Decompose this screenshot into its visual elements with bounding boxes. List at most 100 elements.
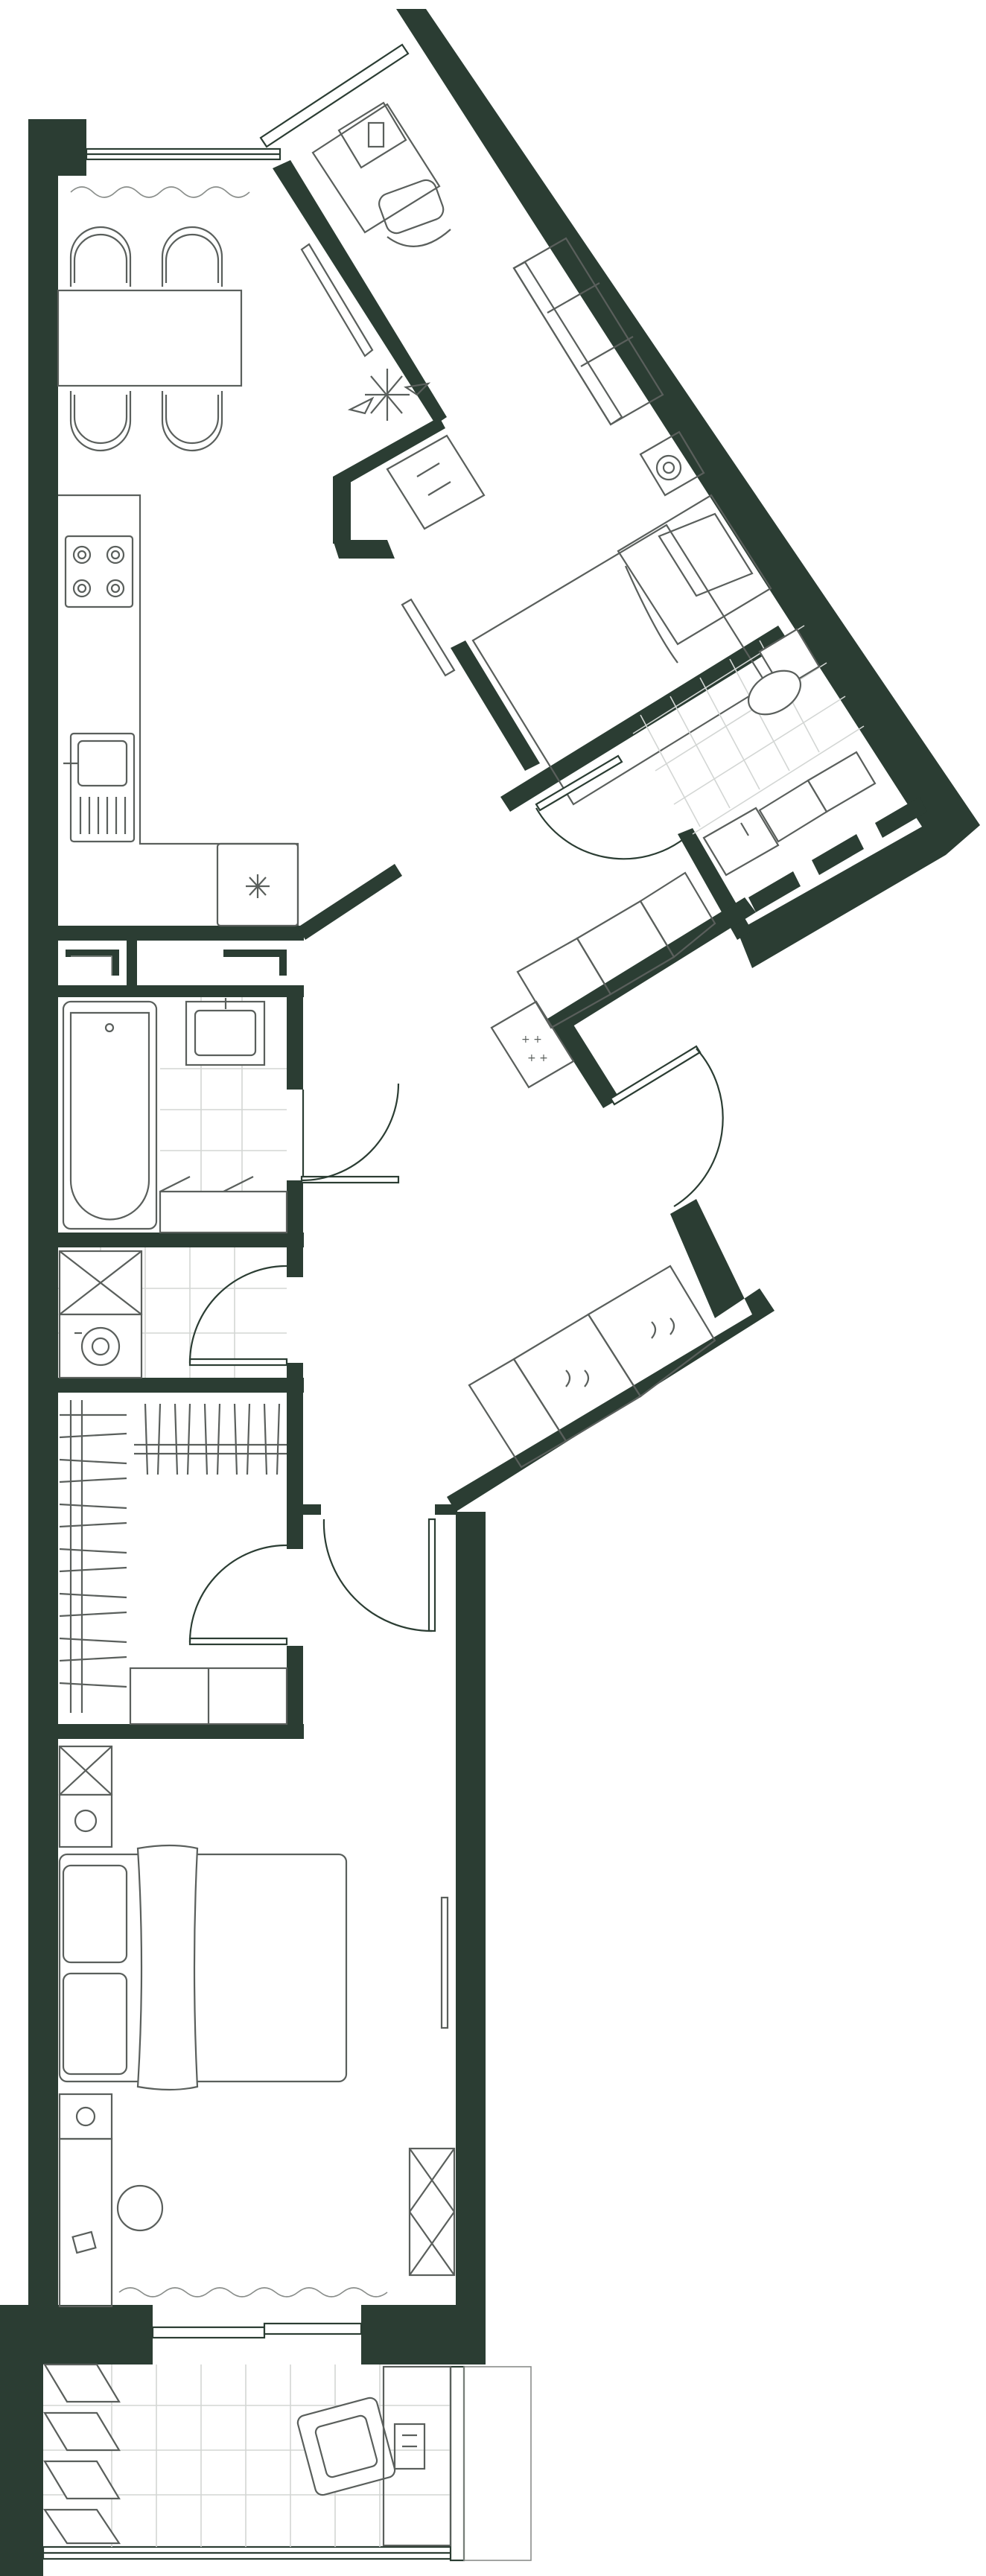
wardrobe-icon: [59, 1400, 127, 1713]
ottoman-icon: + + + +: [490, 1000, 575, 1089]
desk-icon: [311, 101, 441, 234]
curtain-icon: [70, 186, 250, 198]
wall-laundry-right-b: [287, 1363, 303, 1393]
balcony-rail: [463, 2366, 532, 2561]
washing-machine-icon: [58, 1313, 143, 1379]
wardrobe-icon: [468, 1265, 716, 1469]
bed-icon: [58, 1844, 348, 2091]
wall-storage-divider: [127, 941, 137, 985]
cabinet-icon: [42, 2363, 121, 2545]
dresser-icon: [58, 2137, 113, 2308]
kitchen-dining: [57, 186, 299, 976]
wall-right-lower: [456, 1512, 486, 2320]
chair-icon: [378, 179, 451, 247]
nightstand-icon: [386, 434, 486, 530]
wall-closet-right-b: [287, 1646, 303, 1735]
wall-inner-stub: [333, 477, 351, 544]
wall-inner-stub-b: [333, 540, 395, 559]
window-icon: [449, 2365, 465, 2562]
desk-icon: [71, 2184, 164, 2254]
lamp-icon: [639, 430, 705, 497]
armchair-icon: [296, 2397, 396, 2496]
bathroom-left: [62, 997, 288, 1234]
door-icon: [609, 1045, 724, 1207]
shelf-icon: [159, 1190, 288, 1234]
wall-corridor-upper: [547, 897, 756, 1035]
wall-laundry-bottom: [58, 1378, 304, 1393]
curtain-icon: [118, 2287, 388, 2297]
cabinet-icon: [408, 2147, 456, 2277]
wall-inner-return: [333, 417, 445, 483]
walk-in-closet: [59, 1400, 288, 1726]
wall-kitchen-bottom: [58, 926, 304, 941]
laundry: [58, 1247, 287, 1379]
window-icon: [151, 2326, 266, 2339]
tv-stand-icon: [440, 1896, 449, 2029]
tv-stand-icon: [401, 598, 456, 677]
wall-top-column: [28, 119, 86, 176]
plant-icon: [347, 369, 431, 421]
radiator-icon: [300, 243, 374, 357]
wall-left-exterior: [28, 119, 58, 2309]
cabinet-icon: [58, 1250, 143, 1316]
wall-bath-right-b: [287, 1180, 303, 1247]
kitchen-counter: [58, 494, 299, 926]
walls: [0, 9, 980, 2576]
storage-corner-icon: [812, 834, 864, 875]
wall-laundry-right: [287, 1247, 303, 1277]
bedroom: [58, 1745, 456, 2308]
dining-table-icon: [57, 289, 243, 387]
toilet-icon: [748, 628, 821, 716]
doors: [188, 754, 724, 1646]
wall-hall-stub: [287, 1504, 321, 1515]
cooktop-icon: [64, 535, 134, 608]
door-icon: [300, 1083, 400, 1184]
wall-bedroom-bottom-right: [361, 2305, 486, 2364]
door-icon: [188, 1544, 288, 1646]
wall-living-bath: [451, 640, 540, 771]
storage-corner-icon: [748, 871, 801, 912]
wall-diagonal-middle: [447, 1199, 775, 1512]
window-icon: [263, 2322, 363, 2335]
door-icon: [188, 1265, 288, 1367]
living-room: [300, 101, 772, 806]
wall-closet-bottom: [58, 1724, 304, 1739]
sofa-icon: [512, 237, 664, 426]
door-icon: [535, 754, 686, 860]
shelf-icon: [758, 751, 877, 843]
sink-icon: [702, 807, 780, 877]
wall-balcony-left: [0, 2305, 43, 2576]
svg-text:+ +: + +: [521, 1034, 542, 1046]
svg-text:+ +: + +: [527, 1052, 548, 1064]
wall-closet-right: [287, 1393, 303, 1549]
chair-icon: [161, 226, 223, 287]
bathtub-icon: [62, 1000, 158, 1230]
nightstand-icon: [58, 1793, 113, 1848]
windows: [42, 43, 532, 2562]
storage-corner-icon: [223, 950, 287, 976]
wall-living-bath-b: [500, 626, 788, 812]
bathroom-large: [632, 625, 927, 912]
nightstand-icon: [58, 2093, 113, 2140]
chair-icon: [69, 391, 132, 452]
wall-bath-bottom: [58, 1233, 304, 1247]
wall-bath-right: [287, 985, 303, 1090]
door-icon: [322, 1518, 436, 1632]
wall-storage-bottom: [58, 985, 304, 997]
wall-diag-stub: [298, 864, 402, 940]
fridge-icon: [216, 842, 299, 927]
storage-corner-icon: [875, 797, 927, 838]
cabinet-icon: [58, 1745, 113, 1796]
chair-icon: [69, 226, 132, 287]
balcony: [42, 2363, 452, 2547]
wall-bedroom-divider: [273, 160, 447, 424]
wall-hall-stub-b: [435, 1504, 457, 1515]
window-icon: [259, 43, 410, 148]
sink-icon: [185, 998, 266, 1066]
desk-icon: [382, 2365, 452, 2547]
wall-corridor-stub: [547, 1013, 620, 1108]
sink-icon: [63, 732, 136, 843]
wardrobe-icon: [134, 1403, 287, 1475]
chair-icon: [161, 391, 223, 452]
